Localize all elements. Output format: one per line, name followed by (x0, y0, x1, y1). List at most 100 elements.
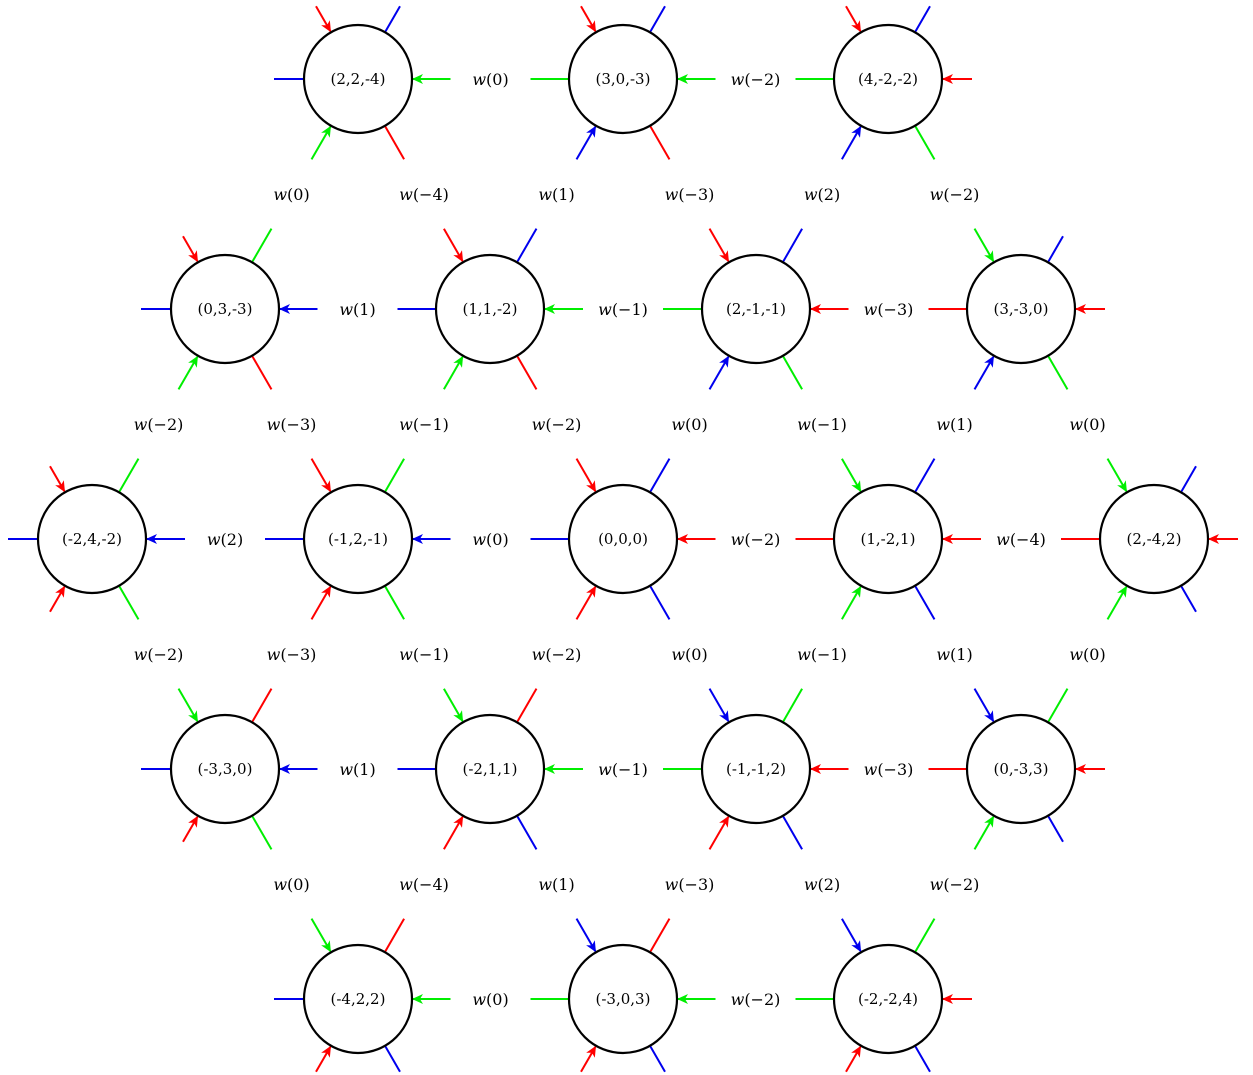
edge-arrow-head (973, 688, 995, 723)
outgoing-stub-line (914, 1045, 931, 1073)
edge-label: w(0) (472, 530, 508, 549)
edge-segment-tail (251, 228, 273, 263)
edge-segment-tail (251, 355, 273, 390)
edge-arrow-head (575, 918, 597, 953)
edge-segment-tail (1047, 688, 1069, 723)
edge-arrow-head (1106, 458, 1128, 493)
outgoing-stub-line (384, 1045, 401, 1073)
node-circle (567, 483, 679, 595)
edge-label: w(−4) (399, 185, 449, 204)
edge: w(−1) (544, 760, 702, 779)
node-label: (1,1,-2) (463, 300, 518, 318)
edge-arrow-head (310, 458, 332, 493)
node-circle (700, 713, 812, 825)
edge-label: w(−3) (864, 300, 914, 319)
edge-label: w(2) (804, 185, 840, 204)
edge-segment-tail (649, 918, 671, 953)
edge: w(0) (251, 815, 332, 953)
edge-label: w(0) (671, 415, 707, 434)
edge-label: w(−3) (267, 415, 317, 434)
edge-arrow-head (841, 458, 862, 493)
node-circle (832, 943, 944, 1055)
edge: w(−3) (649, 125, 730, 263)
edge: w(1) (914, 585, 995, 723)
nodes: (2,2,-4)(3,0,-3)(4,-2,-2)(0,3,-3)(1,1,-2… (36, 23, 1210, 1055)
edge-arrow-head (310, 918, 332, 953)
edge-arrow-head (708, 815, 730, 850)
edge-label: w(−2) (134, 415, 184, 434)
node-label: (2,2,-4) (331, 70, 386, 88)
incoming-stub-arrow (49, 585, 66, 613)
node-label: (-4,2,2) (331, 990, 386, 1008)
edge: w(−1) (384, 355, 464, 493)
edge: w(−2) (914, 815, 995, 953)
edge-label: w(0) (1069, 645, 1105, 664)
edge-arrow-head (841, 125, 862, 160)
node-circle (832, 483, 944, 595)
edge-segment-tail (782, 355, 803, 390)
node-label: (2,-1,-1) (726, 300, 786, 318)
edge-label: w(0) (671, 645, 707, 664)
edge-arrow-head (575, 125, 597, 160)
edge-label: w(−1) (797, 415, 847, 434)
edge-label: w(−1) (598, 300, 648, 319)
node-label: (-2,4,-2) (62, 530, 122, 548)
weight-node: (1,-2,1) (832, 483, 944, 595)
edge-arrow-head (1106, 585, 1128, 620)
edge-label: w(1) (538, 875, 574, 894)
weight-node: (-2,-2,4) (832, 943, 944, 1055)
edge: w(−2) (677, 70, 834, 89)
edge-label: w(−4) (996, 530, 1046, 549)
edges: w(0) w(−2) w(0) w(−4) w(1) w(−3) w(2) w(−2) w(1)… (118, 70, 1128, 1009)
weight-node: (3,-3,0) (965, 253, 1077, 365)
edge: w(−2) (118, 585, 199, 723)
node-label: (-2,-2,4) (858, 990, 918, 1008)
edge: w(0) (251, 125, 332, 263)
edge: w(−1) (544, 300, 702, 319)
edge: w(2) (146, 530, 304, 549)
outgoing-stub-line (914, 5, 931, 33)
edge: w(0) (649, 585, 730, 723)
edge-segment-tail (516, 355, 538, 390)
weight-node: (3,0,-3) (567, 23, 679, 135)
edge: w(−3) (649, 815, 730, 953)
edge: w(−3) (251, 355, 332, 493)
edge: w(−2) (677, 530, 834, 549)
edge-label: w(−2) (930, 185, 980, 204)
edge-label: w(1) (339, 300, 375, 319)
edge-label: w(1) (936, 415, 972, 434)
edge-label: w(−3) (267, 645, 317, 664)
weight-node: (-1,-1,2) (700, 713, 812, 825)
edge-segment-tail (649, 458, 671, 493)
incoming-stub-arrow (315, 1045, 332, 1073)
edge: w(−3) (810, 300, 967, 319)
node-label: (3,-3,0) (994, 300, 1049, 318)
outgoing-stub-line (1180, 585, 1197, 613)
node-circle (965, 253, 1077, 365)
weight-node: (-1,2,-1) (302, 483, 414, 595)
node-circle (302, 943, 414, 1055)
edge-segment-tail (251, 815, 273, 850)
edge: w(−1) (782, 585, 862, 723)
edge-label: w(0) (472, 70, 508, 89)
edge-segment-tail (516, 688, 538, 723)
edge-arrow-head (973, 228, 995, 263)
edge-arrow-head (708, 355, 730, 390)
edge-arrow-head (443, 355, 464, 390)
edge-label: w(−3) (665, 185, 715, 204)
edge: w(−3) (251, 585, 332, 723)
edge: w(0) (412, 70, 569, 89)
edge-label: w(1) (339, 760, 375, 779)
edge: w(−1) (384, 585, 464, 723)
edge-label: w(−2) (134, 645, 184, 664)
node-circle (302, 23, 414, 135)
node-circle (832, 23, 944, 135)
weight-node: (2,2,-4) (302, 23, 414, 135)
edge-segment-tail (782, 688, 803, 723)
weight-node: (-2,4,-2) (36, 483, 148, 595)
edge: w(−2) (914, 125, 995, 263)
node-circle (1098, 483, 1210, 595)
edge: w(−2) (516, 585, 597, 723)
incoming-stub-arrow (845, 5, 862, 33)
edge: w(−4) (384, 125, 464, 263)
